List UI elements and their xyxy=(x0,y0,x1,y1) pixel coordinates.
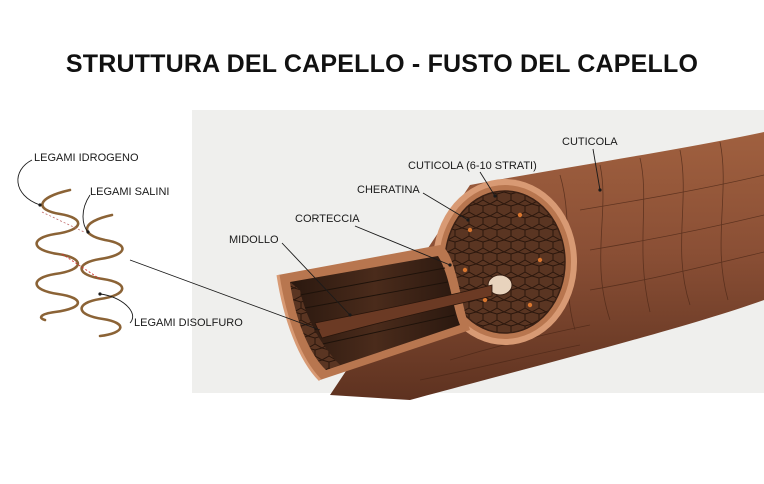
keratin-helix-right xyxy=(80,213,124,338)
label-cuticola: CUTICOLA xyxy=(562,136,618,148)
label-cuticola-strati: CUTICOLA (6-10 STRATI) xyxy=(408,160,537,172)
label-corteccia: CORTECCIA xyxy=(295,213,360,225)
disulfide-bond-line xyxy=(61,253,101,280)
leader-cheratina xyxy=(422,192,469,221)
hair-shaft xyxy=(276,132,764,400)
leader-legami-salini xyxy=(82,194,91,233)
leader-midollo xyxy=(281,242,351,316)
keratin-helix-left xyxy=(35,188,80,322)
leader-helix-to-shaft xyxy=(129,259,321,331)
leader-legami-idrogeno xyxy=(17,159,41,206)
leader-corteccia xyxy=(354,225,451,266)
label-legami-disolfuro: LEGAMI DISOLFURO xyxy=(134,317,243,329)
label-legami-salini: LEGAMI SALINI xyxy=(90,186,170,198)
medulla-cross-section xyxy=(487,274,513,296)
label-cheratina: CHERATINA xyxy=(357,184,420,196)
leader-cuticola xyxy=(592,148,601,191)
medulla-channel xyxy=(314,284,493,339)
leader-legami-disolfuro xyxy=(99,293,133,324)
diagram-title: STRUTTURA DEL CAPELLO - FUSTO DEL CAPELL… xyxy=(65,50,699,78)
label-midollo: MIDOLLO xyxy=(229,234,279,246)
leader-cuticola-strati xyxy=(479,171,496,197)
label-legami-idrogeno: LEGAMI IDROGENO xyxy=(34,152,139,164)
